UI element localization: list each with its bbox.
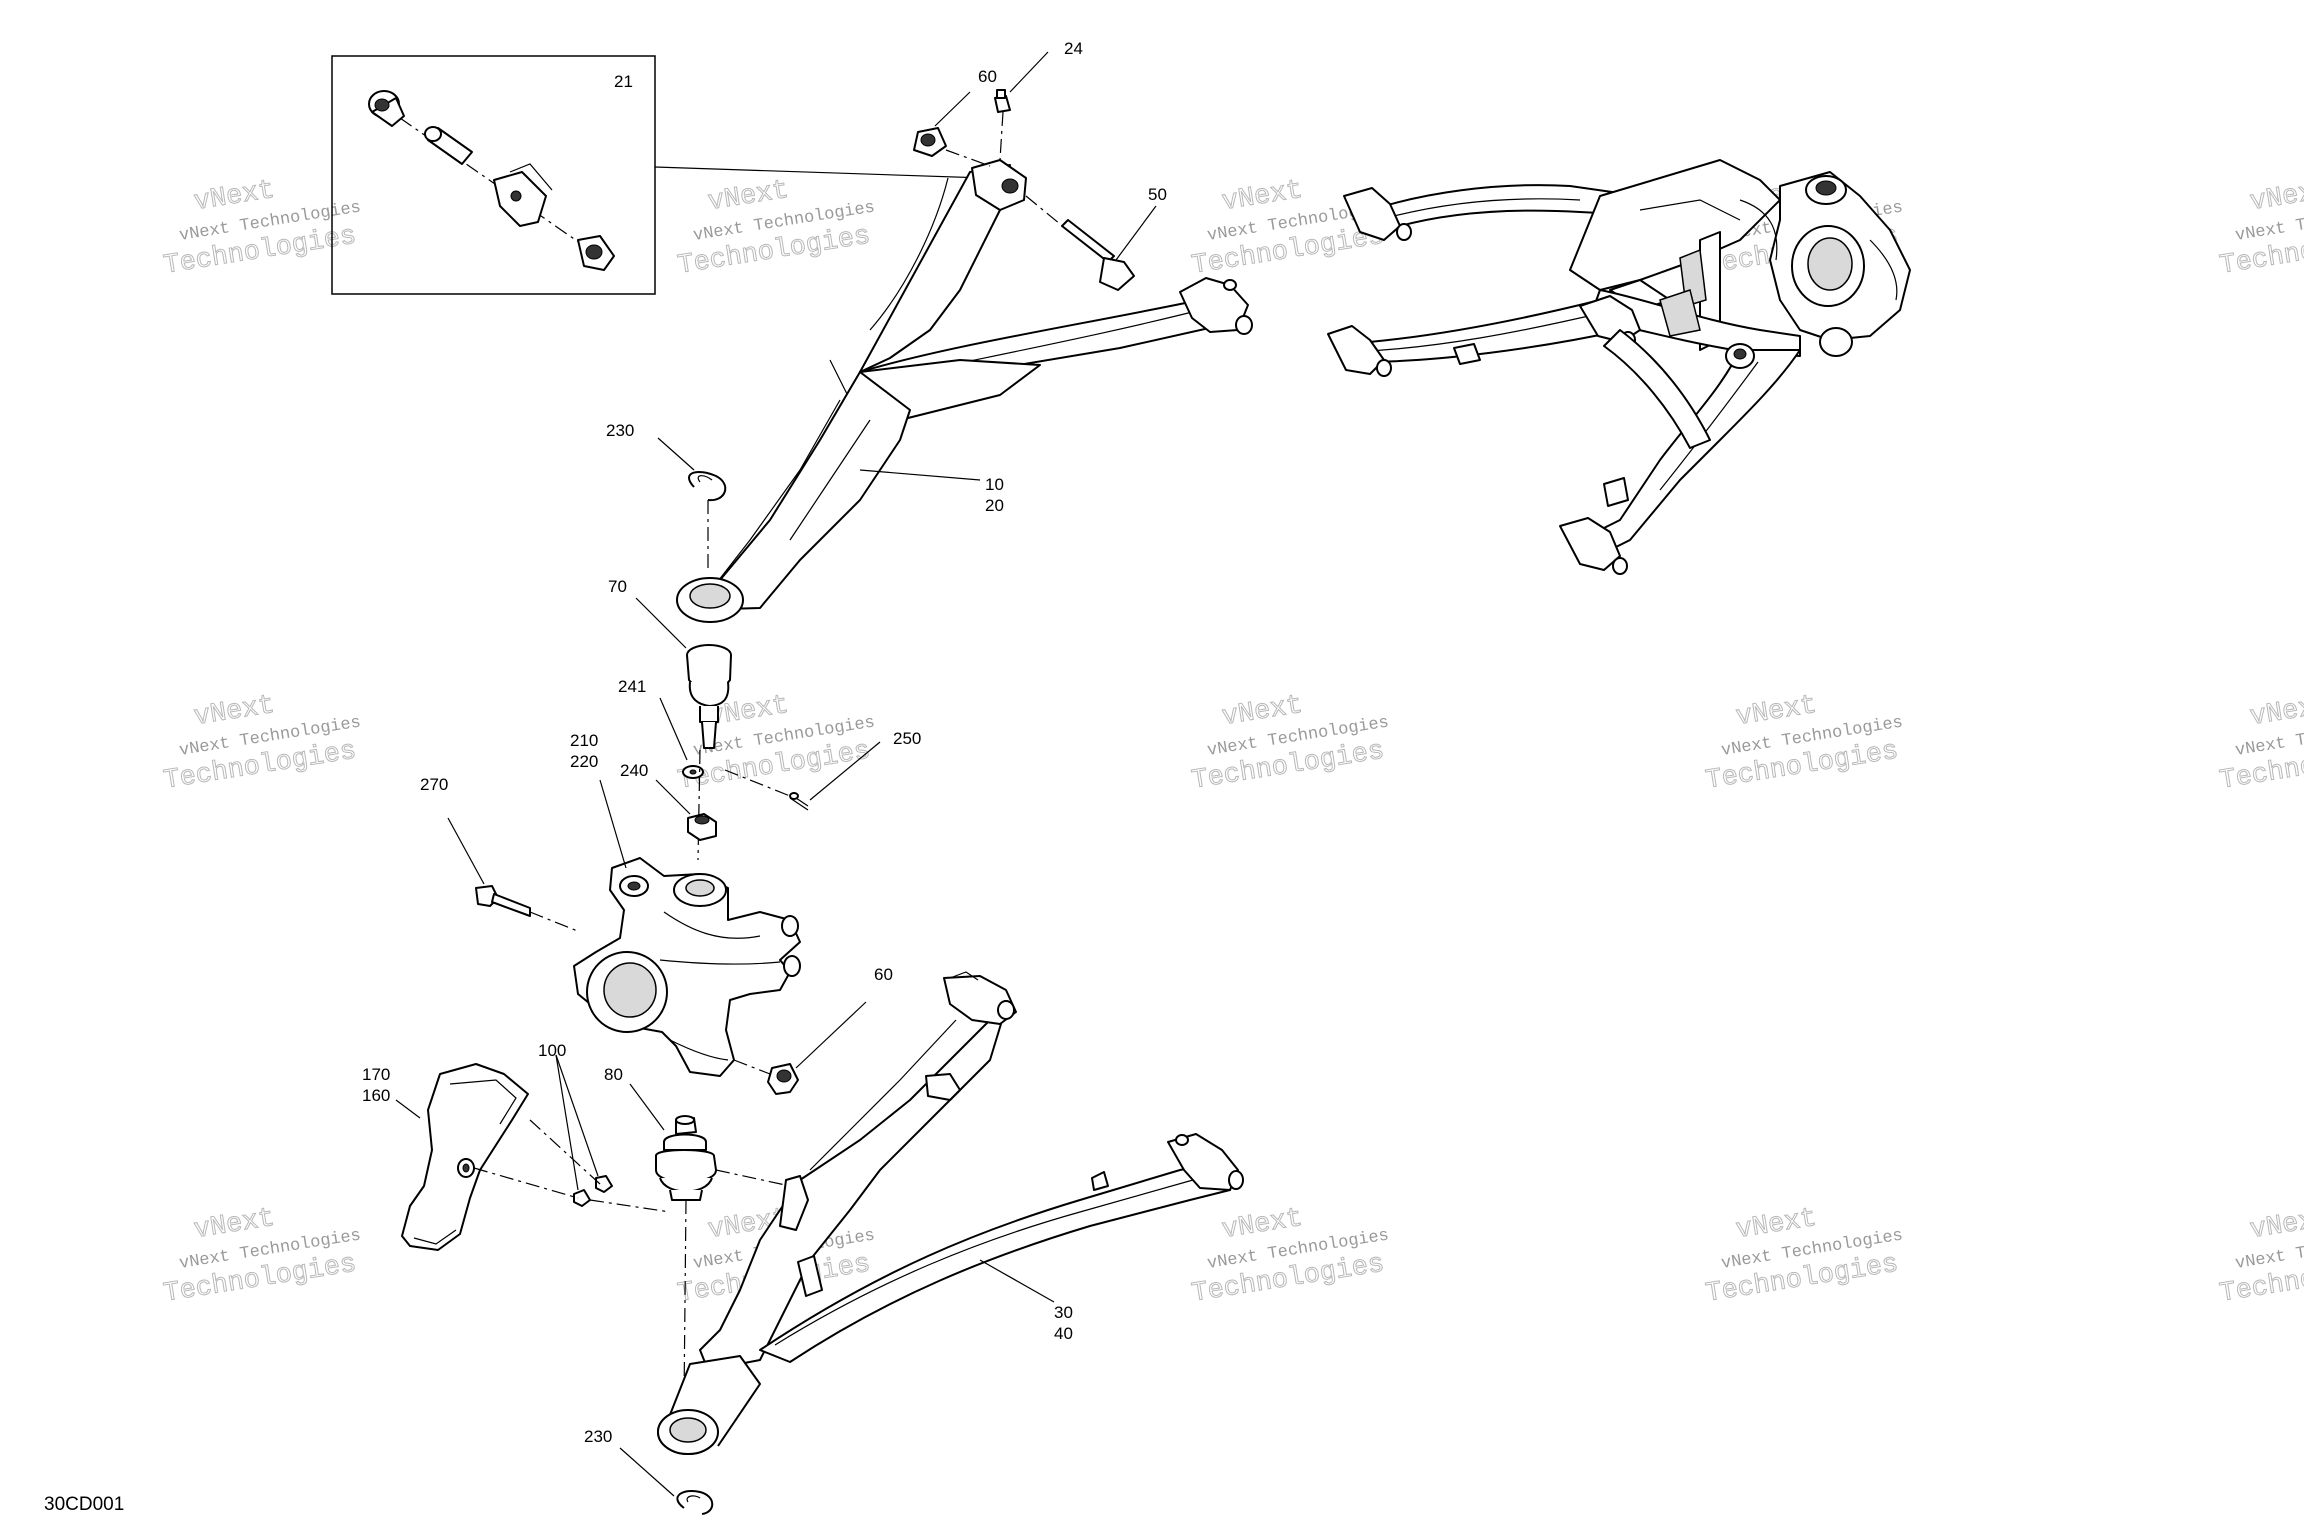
callout-160: 160 (362, 1086, 390, 1105)
upper-a-arm: 10 20 (676, 159, 1253, 623)
watermark-brand: vNext (706, 176, 791, 218)
lower-nut: 60 (733, 965, 893, 1095)
callout-70: 70 (608, 577, 627, 596)
steering-knuckle: 210 220 (570, 731, 801, 1077)
lower-a-arm: 30 40 (657, 971, 1244, 1455)
drawing-code: 30CD001 (44, 1494, 124, 1515)
callout-100: 100 (538, 1041, 566, 1060)
sleeve-icon (424, 126, 473, 165)
callout-230b: 230 (584, 1427, 612, 1446)
watermark-brand: vNext (2248, 1204, 2304, 1246)
cotter-pin: 250 (724, 729, 921, 811)
callout-40: 40 (1054, 1324, 1073, 1343)
retaining-ring-lower: 230 (584, 1427, 714, 1515)
watermark-brand: vNext (1220, 1204, 1305, 1246)
callout-30: 30 (1054, 1303, 1073, 1322)
watermark-brand: vNext (2248, 691, 2304, 733)
callout-210: 210 (570, 731, 598, 750)
callout-240: 240 (620, 761, 648, 780)
watermark-brand: vNext (1220, 176, 1305, 218)
watermark-brand: vNext (1734, 1204, 1819, 1246)
guard-screws: 100 (473, 1041, 671, 1213)
callout-21: 21 (614, 72, 633, 91)
knuckle-bolt: 270 (420, 775, 581, 933)
watermark-brand: vNext (192, 691, 277, 733)
watermark-brand: vNext (1220, 691, 1305, 733)
callout-270: 270 (420, 775, 448, 794)
washer: 241 (618, 677, 704, 861)
callout-80: 80 (604, 1065, 623, 1084)
castle-nut: 240 (620, 761, 717, 841)
callout-60b: 60 (874, 965, 893, 984)
bolt-icon (1061, 219, 1135, 291)
bracket-plate-icon (493, 163, 553, 227)
callout-24: 24 (1064, 39, 1083, 58)
upper-arm-hardware: 24 60 50 (913, 39, 1167, 291)
callout-60a: 60 (978, 67, 997, 86)
callout-241: 241 (618, 677, 646, 696)
guard-plate: 170 160 (362, 1063, 529, 1251)
callout-220: 220 (570, 752, 598, 771)
grease-fitting-icon (994, 89, 1011, 113)
watermark-brand: vNext (192, 176, 277, 218)
lower-ball-joint: 80 (604, 1065, 791, 1401)
retaining-ring-upper: 230 (606, 421, 727, 570)
watermark-brand: vNext (2248, 176, 2304, 218)
assembled-suspension-view (1327, 159, 1911, 575)
callout-170: 170 (362, 1065, 390, 1084)
watermark-brand: vNext (1734, 691, 1819, 733)
rear-bushing-icon (577, 235, 615, 271)
watermark-brand: vNext (192, 1204, 277, 1246)
callout-10: 10 (985, 475, 1004, 494)
callout-230a: 230 (606, 421, 634, 440)
nut-icon (913, 127, 947, 157)
bushing-kit-inset: 21 (331, 55, 986, 295)
upper-ball-joint: 70 (608, 577, 732, 749)
flanged-bushing-icon (368, 90, 405, 127)
callout-250: 250 (893, 729, 921, 748)
callout-20: 20 (985, 496, 1004, 515)
callout-50: 50 (1148, 185, 1167, 204)
